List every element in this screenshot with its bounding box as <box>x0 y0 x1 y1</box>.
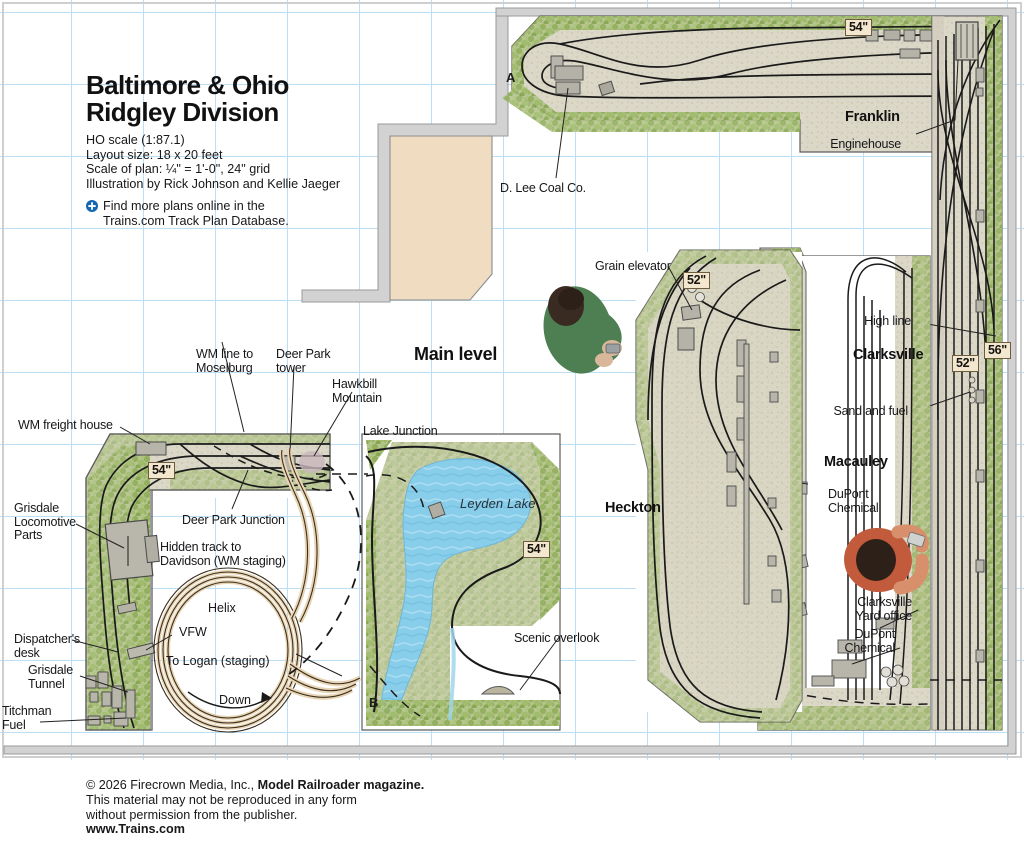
grisdale-locomotive-parts-structure <box>104 519 160 581</box>
callout-grisdale-tunnel: Grisdale Tunnel <box>28 663 73 691</box>
east-yard <box>915 15 1003 731</box>
illustration-credit: Illustration by Rick Johnson and Kellie … <box>86 176 341 191</box>
place-label-macauley: Macauley <box>824 454 888 470</box>
callout-sand-and-fuel: Sand and fuel <box>833 404 908 418</box>
callout-clarksville-yard-office: Clarksville Yard office <box>855 595 913 623</box>
operator-figure-green <box>543 286 622 374</box>
elevation-marker: 54" <box>148 462 175 479</box>
section-marker-b: B <box>369 695 379 710</box>
callout-lake-junction: Lake Junction <box>363 424 438 438</box>
callout-wm-line-to-moselburg: WM line to Moselburg <box>196 347 254 375</box>
lake-peninsula <box>361 433 561 731</box>
elevation-marker: 54" <box>523 541 550 558</box>
copyright-line-b: Model Railroader magazine. <box>257 778 425 792</box>
elevation-marker: 52" <box>683 272 710 289</box>
promo-line1: Find more plans online in the <box>103 199 265 214</box>
grain-elevator-structures <box>677 304 702 351</box>
callout-enginehouse: Enginehouse <box>830 137 901 151</box>
callout-grisdale-locomotive-parts: Grisdale Locomotive Parts <box>14 501 76 543</box>
copyright-footer: © 2026 Firecrown Media, Inc., Model Rail… <box>86 778 424 837</box>
main-level-label: Main level <box>414 344 498 364</box>
callout-dupont-chemical-upper: DuPont Chemical <box>828 487 879 515</box>
vfw-label: VFW <box>179 625 207 639</box>
layout-size-text: Layout size: 18 x 20 feet <box>86 147 223 162</box>
plan-title-line1: Baltimore & Ohio <box>86 70 289 100</box>
callout-high-line: High line <box>864 314 911 328</box>
callout-dispatchers-desk: Dispatcher's desk <box>14 632 80 660</box>
plus-circle-icon <box>86 200 98 213</box>
down-label: Down <box>219 693 251 707</box>
callout-deer-park-junction: Deer Park Junction <box>182 513 285 527</box>
wm-freight-house-structure <box>135 441 167 456</box>
website-url: www.Trains.com <box>86 822 185 837</box>
place-label-heckton: Heckton <box>605 500 661 516</box>
promo-line2: Trains.com Track Plan Database. <box>103 213 289 228</box>
callout-dupont-chemical-lower: DuPont Chemical <box>844 627 896 655</box>
operator-figure-red <box>844 524 929 595</box>
plan-title-line2: Ridgley Division <box>86 96 279 127</box>
place-label-clarksville: Clarksville <box>853 347 924 363</box>
place-label-franklin: Franklin <box>845 109 900 125</box>
copyright-line3: without permission from the publisher. <box>86 807 298 822</box>
ho-scale-text: HO scale (1:87.1) <box>86 133 185 147</box>
callout-d-lee-coal-co: D. Lee Coal Co. <box>500 181 586 195</box>
helix <box>145 447 362 733</box>
copyright-line2: This material may not be reproduced in a… <box>86 792 357 807</box>
to-logan-staging-label: To Logan (staging) <box>166 654 270 668</box>
trackplan-database-promo[interactable]: Find more plans online in the Trains.com… <box>86 199 386 228</box>
elevation-marker: 56" <box>984 342 1011 359</box>
copyright-line-a: © 2026 Firecrown Media, Inc., <box>86 778 258 792</box>
callout-scenic-overlook: Scenic overlook <box>514 631 600 645</box>
title-block: Baltimore & Ohio Ridgley Division HO sca… <box>86 72 386 229</box>
section-marker-a: A <box>506 70 516 85</box>
leyden-lake-label: Leyden Lake <box>460 496 536 511</box>
callout-hawkbill-mountain: Hawkbill Mountain <box>332 377 382 405</box>
elevation-marker: 54" <box>845 19 872 36</box>
north-peninsula <box>502 15 1003 179</box>
callout-hidden-track-davidson: Hidden track to Davidson (WM staging) <box>160 540 286 568</box>
helix-label: Helix <box>208 601 236 615</box>
grisdale-bench <box>39 341 353 731</box>
callout-titchman-fuel: Titchman Fuel <box>2 704 52 732</box>
plan-scale-text: Scale of plan: ¼" = 1'-0", 24" grid <box>86 162 271 177</box>
callout-wm-freight-house: WM freight house <box>18 418 113 432</box>
staging-deck-block <box>389 135 493 301</box>
callout-deer-park-tower: Deer Park tower <box>276 347 331 375</box>
heckton-peninsula <box>635 249 803 723</box>
callout-grain-elevator: Grain elevator <box>595 259 671 273</box>
elevation-marker: 52" <box>952 355 979 372</box>
